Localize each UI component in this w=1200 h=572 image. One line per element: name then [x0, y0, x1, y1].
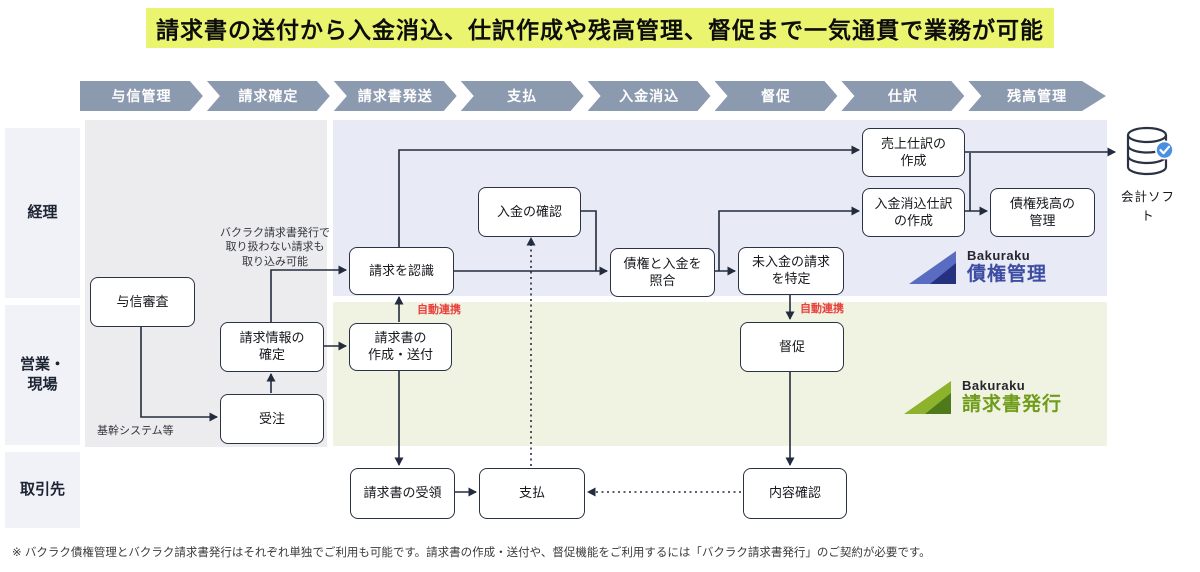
process-stage-payment: 支払	[461, 81, 584, 111]
label-auto-link-right: 自動連携	[800, 303, 844, 315]
bakuraku-triangle-green-icon	[904, 381, 951, 414]
node-billing-info: 請求情報の 確定	[220, 322, 324, 372]
arrow-recognize-to-salesjournal	[398, 145, 860, 247]
node-dunning: 督促	[740, 322, 844, 372]
process-stage-journal: 仕訳	[841, 81, 964, 111]
process-stage-dunning: 督促	[715, 81, 838, 111]
arrow-matching-to-clearingjournal	[718, 206, 860, 271]
process-stage-billing-fix: 請求確定	[207, 81, 330, 111]
page-title: 請求書の送付から入金消込、仕訳作成や残高管理、督促まで一気通貫で業務が可能	[146, 8, 1054, 48]
accounting-software: 会計ソフト	[1116, 126, 1180, 224]
arrow-billinginfo-to-recognize	[270, 265, 347, 322]
check-badge-icon	[1155, 140, 1175, 160]
logo-brand-text: Bakuraku	[962, 378, 1026, 394]
node-receive-invoice: 請求書の受領	[350, 468, 455, 519]
logo-brand-text: Bakuraku	[967, 248, 1031, 264]
node-sales-journal: 売上仕訳の 作成	[862, 128, 965, 177]
process-stage-credit-mgmt: 与信管理	[80, 81, 203, 111]
node-recognize: 請求を認識	[349, 247, 454, 295]
node-matching: 債権と入金を 照合	[610, 248, 715, 297]
node-balance-mgmt: 債権残高の 管理	[990, 188, 1095, 237]
row-label-sales-field: 営業・ 現場	[5, 305, 80, 445]
node-create-send: 請求書の 作成・送付	[349, 323, 452, 371]
node-payment-check: 入金の確認	[478, 187, 581, 237]
row-label-client: 取引先	[5, 452, 80, 528]
node-clearing-journal: 入金消込仕訳 の作成	[862, 188, 965, 237]
database-icon	[1126, 126, 1175, 176]
note-core-system: 基幹システム等	[97, 425, 174, 437]
process-stage-clearing: 入金消込	[588, 81, 711, 111]
panel-invoice-issuing-area	[333, 302, 1107, 446]
process-stage-invoice-send: 請求書発送	[334, 81, 457, 111]
row-label-accounting: 経理	[5, 128, 80, 298]
node-credit-review: 与信審査	[90, 277, 195, 327]
title-row: 請求書の送付から入金消込、仕訳作成や残高管理、督促まで一気通貫で業務が可能	[0, 8, 1200, 48]
bakuraku-triangle-blue-icon	[909, 251, 956, 284]
logo-bakuraku-debt-management: Bakuraku 債権管理	[908, 248, 1047, 286]
process-bar: 与信管理 請求確定 請求書発送 支払 入金消込 督促 仕訳 残高管理	[80, 81, 1106, 111]
arrow-credit-to-order	[140, 325, 218, 422]
node-unpaid: 未入金の請求 を特定	[738, 247, 844, 295]
line-paymentcheck-to-matching	[579, 210, 597, 271]
node-order: 受注	[220, 394, 324, 444]
process-stage-balance: 残高管理	[968, 81, 1106, 111]
node-confirm: 内容確認	[743, 468, 847, 519]
label-auto-link-left: 自動連携	[417, 304, 461, 316]
logo-product-debt: 債権管理	[967, 264, 1048, 286]
node-pay: 支払	[479, 468, 585, 519]
footnote: ※ バクラク債権管理とバクラク請求書発行はそれぞれ単独でご利用も可能です。請求書…	[12, 547, 931, 559]
accounting-software-label: 会計ソフト	[1120, 190, 1175, 223]
logo-product-invoice: 請求書発行	[962, 394, 1063, 416]
logo-bakuraku-invoice-issuing: Bakuraku 請求書発行	[903, 378, 1062, 416]
note-import-capability: バクラク請求書発行で 取り扱わない請求も 取り込み可能	[220, 227, 330, 268]
